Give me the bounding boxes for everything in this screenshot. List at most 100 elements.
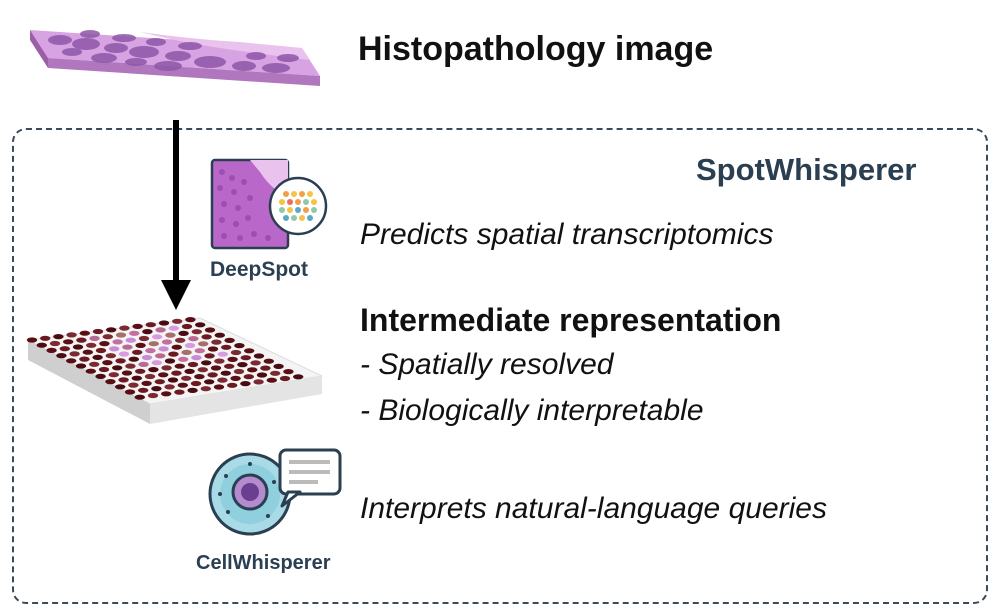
spot: [168, 325, 179, 331]
spot: [207, 346, 219, 352]
spot: [79, 356, 90, 362]
spot: [138, 387, 149, 393]
spot: [124, 389, 136, 395]
spot: [178, 356, 189, 362]
spot: [89, 361, 100, 367]
spot: [36, 342, 47, 348]
spot: [95, 347, 107, 354]
spot: [165, 332, 176, 338]
spot: [213, 384, 225, 390]
spot: [181, 349, 192, 355]
spot: [240, 355, 251, 361]
spot: [115, 384, 126, 390]
spot: [184, 368, 195, 374]
spot: [187, 361, 199, 368]
spot: [204, 379, 215, 385]
spot: [98, 366, 110, 373]
spot: [227, 356, 238, 362]
spot: [145, 322, 156, 328]
spot: [243, 374, 254, 380]
spot-grid: [26, 317, 304, 400]
spot: [106, 327, 117, 333]
spot: [221, 344, 232, 350]
spot: [86, 342, 97, 348]
spot: [174, 363, 185, 369]
spot: [152, 334, 163, 340]
spot: [134, 394, 145, 400]
deepspot-logo-icon: [210, 158, 328, 250]
spot: [168, 351, 179, 357]
spot: [125, 363, 136, 369]
cellwhisperer-logo-label: CellWhisperer: [196, 552, 331, 574]
spot: [112, 365, 123, 371]
spot: [125, 337, 136, 343]
spot: [227, 382, 238, 388]
spot: [204, 327, 216, 333]
deepspot-logo-label: DeepSpot: [210, 258, 309, 281]
cellwhisperer-description: Interprets natural-language queries: [360, 492, 827, 525]
spot: [171, 370, 182, 376]
deepspot-description: Predicts spatial transcriptomics: [360, 218, 774, 251]
spot: [118, 351, 130, 357]
spot: [155, 353, 166, 359]
spot: [201, 360, 212, 366]
spot: [154, 379, 165, 385]
spot: [69, 351, 80, 357]
spot: [92, 328, 104, 335]
spot: [129, 330, 140, 336]
spot-grid-representation-image: [26, 317, 324, 424]
spot: [53, 334, 64, 340]
spot: [118, 377, 129, 383]
spot: [151, 360, 162, 366]
spot: [217, 351, 228, 357]
spot: [79, 330, 90, 336]
spot: [132, 323, 143, 329]
spot: [75, 363, 87, 369]
spot: [89, 335, 100, 341]
spot: [158, 346, 169, 352]
intermediate-bullet-biological: - Biologically interpretable: [360, 394, 704, 427]
spot: [121, 370, 133, 376]
spot: [56, 353, 67, 359]
spot: [102, 334, 114, 340]
spot: [161, 365, 172, 371]
spot: [92, 354, 103, 360]
spot: [197, 367, 208, 373]
spot: [102, 360, 113, 366]
spot: [214, 358, 225, 364]
spot: [63, 339, 74, 345]
spot: [115, 332, 127, 338]
spot: [148, 367, 159, 373]
spot: [188, 336, 199, 342]
spot: [105, 353, 117, 359]
spot: [293, 374, 304, 380]
spot: [138, 361, 149, 367]
spot: [161, 339, 173, 345]
spot: [155, 327, 166, 333]
spot: [230, 375, 241, 381]
spot: [207, 372, 218, 378]
spot: [214, 332, 225, 338]
spot: [148, 341, 159, 347]
spot: [263, 358, 274, 364]
spot: [177, 382, 188, 388]
spot: [119, 325, 130, 331]
spot: [181, 323, 193, 330]
spot: [204, 353, 215, 359]
spot: [194, 374, 205, 380]
spot: [128, 356, 139, 362]
spot: [178, 330, 189, 336]
spot: [244, 348, 255, 354]
spot: [220, 370, 231, 376]
spot: [145, 348, 156, 354]
spot: [174, 389, 185, 395]
spot: [59, 346, 70, 352]
spot: [210, 365, 222, 371]
spot: [233, 368, 245, 375]
spot: [200, 386, 211, 392]
spot: [109, 346, 120, 352]
spot: [76, 337, 87, 343]
spot: [141, 380, 152, 386]
spot: [72, 344, 84, 350]
spot: [158, 372, 169, 378]
